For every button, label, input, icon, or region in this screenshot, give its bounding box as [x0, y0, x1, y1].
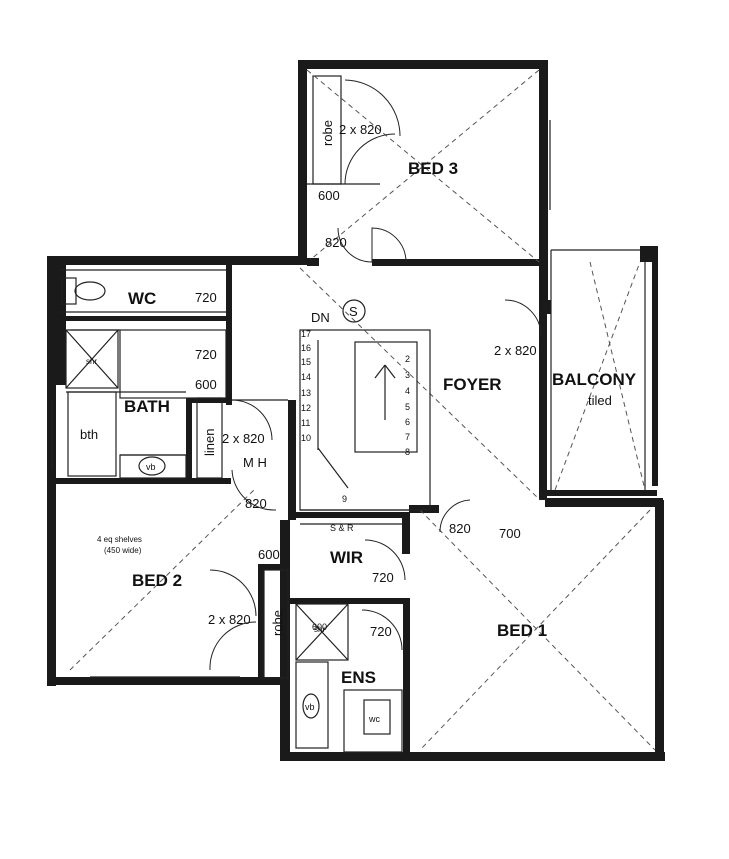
robe-label-bed2: robe [270, 610, 285, 636]
room-note-balcony: tiled [588, 393, 612, 408]
robe-label-bed3: robe [320, 120, 335, 146]
dim-bed1-700: 700 [499, 526, 521, 541]
room-label-wir: WIR [330, 548, 363, 567]
dim-bed2-door: 820 [245, 496, 267, 511]
shower-label: shr [86, 357, 97, 366]
stair-step: 11 [301, 418, 310, 428]
dim-wir-720: 720 [372, 570, 394, 585]
stair-step: 10 [301, 433, 311, 443]
stair-numbers-right: 2 3 4 5 6 7 8 [405, 354, 410, 457]
interior-walls [56, 258, 657, 758]
stair-step: 16 [301, 343, 311, 353]
door-swings [209, 79, 542, 671]
room-label-foyer: FOYER [443, 375, 502, 394]
shelves-label-line1: 4 eq shelves [97, 535, 142, 544]
stair-step: 12 [301, 403, 311, 413]
dim-bath-720: 720 [195, 347, 217, 362]
shower-ens-label: shr [314, 625, 325, 634]
room-label-bed1: BED 1 [497, 621, 547, 640]
stair-step: 13 [301, 388, 311, 398]
room-diagonals [69, 69, 656, 751]
room-label-balcony: BALCONY [552, 370, 637, 389]
shelf-rail-label: S & R [330, 523, 354, 533]
stair-step: 15 [301, 357, 311, 367]
dim-bed3-door: 820 [325, 235, 347, 250]
manhole-label: M H [243, 455, 267, 470]
wall-details [51, 75, 661, 753]
room-label-wc: WC [128, 289, 156, 308]
linen-label: linen [202, 429, 217, 456]
bath-tub-label: bth [80, 427, 98, 442]
vanity-ens-label: vb [305, 702, 315, 712]
stair-step: 3 [405, 370, 410, 380]
stair-step-bottom: 9 [342, 494, 347, 504]
room-label-bath: BATH [124, 397, 170, 416]
dim-bed2-robe: 2 x 820 [208, 612, 251, 627]
dim-bed1-door: 820 [449, 521, 471, 536]
stair-step: 14 [301, 372, 311, 382]
stair-step: 4 [405, 386, 410, 396]
dim-bed3-robe: 2 x 820 [339, 122, 382, 137]
stair-step: 5 [405, 402, 410, 412]
room-label-ens: ENS [341, 668, 376, 687]
stair-step: 6 [405, 417, 410, 427]
dim-ens-720: 720 [370, 624, 392, 639]
dim-wc-720: 720 [195, 290, 217, 305]
dim-bed2-600: 600 [258, 547, 280, 562]
smoke-detector-label: S [349, 304, 358, 319]
vanity-bath-label: vb [146, 462, 156, 472]
stair-step: 7 [405, 432, 410, 442]
dim-linen-door: 2 x 820 [222, 431, 265, 446]
dim-bath-600: 600 [195, 377, 217, 392]
stair-step: 17 [301, 329, 311, 339]
dim-bed3-600: 600 [318, 188, 340, 203]
dim-balcony-door: 2 x 820 [494, 343, 537, 358]
dim-ens-600: 600 [312, 622, 327, 632]
stair-step: 8 [405, 447, 410, 457]
stair-numbers-left: 17 16 15 14 13 12 11 10 [301, 329, 311, 443]
stair-down-label: DN [311, 310, 330, 325]
room-label-bed3: BED 3 [408, 159, 458, 178]
room-label-bed2: BED 2 [132, 571, 182, 590]
stair-step: 2 [405, 354, 410, 364]
shelves-label-line2: (450 wide) [104, 546, 142, 555]
toilet-ens-label: wc [368, 714, 380, 724]
staircase [299, 299, 431, 511]
